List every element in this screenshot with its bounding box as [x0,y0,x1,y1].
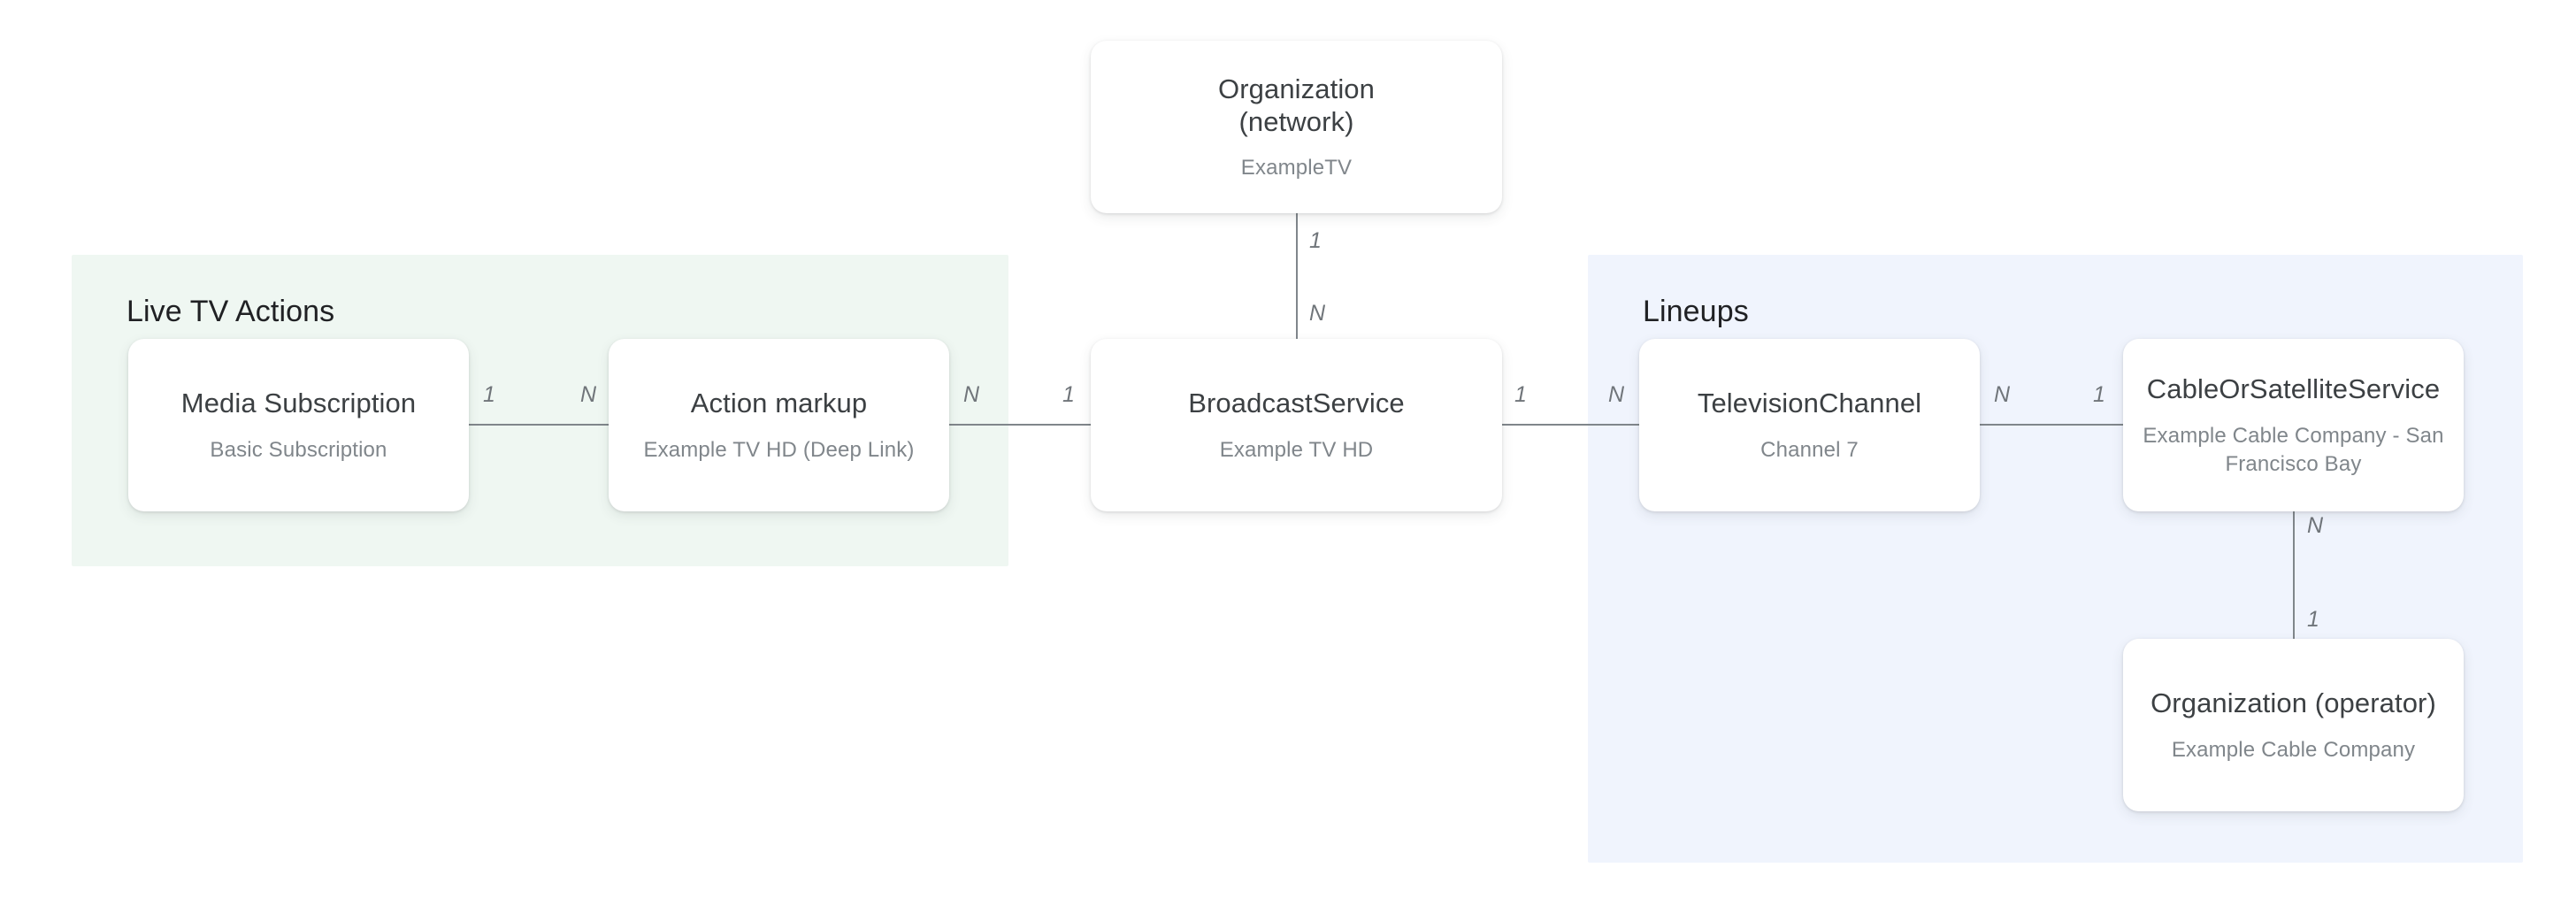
entity-card-organization-network[interactable]: Organization(network) ExampleTV [1091,41,1502,213]
edge-line-television-channel-to-cable-or-satellite-service [1980,424,2123,426]
entity-card-title-line-1: Organization [1218,73,1375,104]
entity-card-subtitle: Example Cable Company [2171,738,2416,762]
entity-card-title: Organization (operator) [2150,687,2436,718]
group-title-lineups: Lineups [1643,295,1749,328]
entity-card-title: Media Subscription [180,388,417,418]
entity-card-subtitle: ExampleTV [1240,156,1353,180]
group-title-live-tv-actions: Live TV Actions [126,295,335,328]
cardinality-label-action-markup-to-broadcast-service-to: 1 [1062,382,1075,407]
cardinality-label-organization-network-to-broadcast-service-from: 1 [1309,228,1322,253]
edge-line-broadcast-service-to-television-channel [1502,424,1639,426]
cardinality-label-television-channel-to-cable-or-satellite-to: 1 [2093,382,2105,407]
edge-line-action-markup-to-broadcast-service [949,424,1091,426]
entity-card-title: TelevisionChannel [1697,388,1922,418]
entity-card-organization-operator[interactable]: Organization (operator) Example Cable Co… [2123,639,2464,811]
entity-card-title: BroadcastService [1188,388,1405,418]
entity-card-subtitle: Example TV HD [1219,438,1374,462]
cardinality-label-broadcast-service-to-television-channel-to: N [1608,382,1625,407]
edge-line-media-subscription-to-action-markup [469,424,609,426]
cardinality-label-organization-network-to-broadcast-service-to: N [1309,301,1326,326]
entity-card-subtitle: Basic Subscription [210,438,387,462]
entity-card-media-subscription[interactable]: Media Subscription Basic Subscription [128,339,469,511]
entity-card-action-markup[interactable]: Action markup Example TV HD (Deep Link) [609,339,949,511]
entity-card-title-line-2: (network) [1238,106,1354,137]
cardinality-label-cable-or-satellite-to-organization-operator-from: N [2307,513,2324,538]
cardinality-label-broadcast-service-to-television-channel-from: 1 [1514,382,1527,407]
entity-card-cable-or-satellite-service[interactable]: CableOrSatelliteService Example Cable Co… [2123,339,2464,511]
entity-card-title: Action markup [690,388,868,418]
entity-card-title: Organization(network) [1218,73,1375,138]
entity-card-television-channel[interactable]: TelevisionChannel Channel 7 [1639,339,1980,511]
cardinality-label-media-subscription-to-action-markup-to: N [580,382,597,407]
entity-card-subtitle: Example Cable Company - San Francisco Ba… [2143,423,2444,476]
entity-card-subtitle: Example TV HD (Deep Link) [643,438,915,462]
entity-card-broadcast-service[interactable]: BroadcastService Example TV HD [1091,339,1502,511]
edge-line-cable-or-satellite-service-to-organization-operator [2293,511,2295,639]
cardinality-label-cable-or-satellite-to-organization-operator-to: 1 [2307,607,2319,632]
cardinality-label-media-subscription-to-action-markup-from: 1 [483,382,495,407]
edge-line-organization-network-to-broadcast-service [1296,213,1298,339]
cardinality-label-television-channel-to-cable-or-satellite-from: N [1994,382,2011,407]
cardinality-label-action-markup-to-broadcast-service-from: N [963,382,980,407]
entity-card-subtitle: Channel 7 [1760,438,1859,462]
entity-card-title: CableOrSatelliteService [2146,372,2441,404]
